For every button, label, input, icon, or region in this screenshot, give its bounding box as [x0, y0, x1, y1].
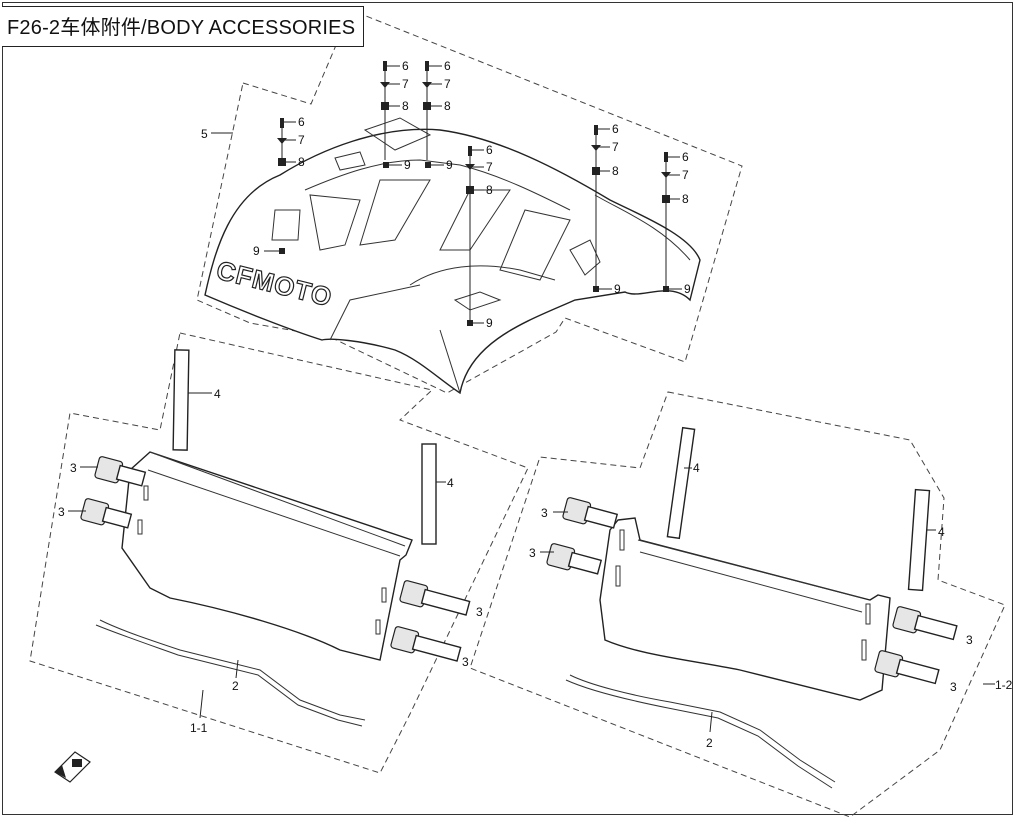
- callout-7: 7: [682, 168, 689, 182]
- page-title-box: F26-2车体附件/BODY ACCESSORIES: [2, 6, 365, 47]
- callout-9: 9: [486, 316, 493, 330]
- right-mount-clamps: 3 3 3 3: [529, 497, 973, 694]
- clamp: [390, 626, 462, 662]
- clamp: [562, 497, 619, 529]
- callout-8: 8: [612, 164, 619, 178]
- callout-8: 8: [444, 99, 451, 113]
- callout-6: 6: [402, 59, 409, 73]
- callout-6: 6: [682, 150, 689, 164]
- callout-3: 3: [476, 605, 483, 619]
- callout-7: 7: [444, 77, 451, 91]
- group-boundary-1-1: [29, 332, 529, 774]
- callout-9: 9: [253, 244, 260, 258]
- front-body-cover: CFMOTO: [204, 117, 701, 395]
- callout-3: 3: [462, 655, 469, 669]
- callout-1-2: 1-2: [995, 678, 1013, 692]
- right-windshield-assembly: 4 4 2 1-2: [565, 426, 1013, 789]
- left-windshield-assembly: 4 4 2 1-1: [95, 349, 454, 735]
- fastener-stack-b: [380, 61, 400, 160]
- callout-8: 8: [682, 192, 689, 206]
- callout-9: 9: [446, 158, 453, 172]
- callout-3: 3: [58, 505, 65, 519]
- push-nut-markers: [264, 162, 682, 326]
- clamp: [892, 606, 958, 641]
- callout-4: 4: [938, 525, 945, 539]
- callouts-top: 6 7 8 6 7 8 6 7 8 6 7 8 6 7 8 6 7 8 9 9 …: [201, 59, 691, 330]
- callout-2: 2: [232, 679, 239, 693]
- callout-3: 3: [529, 546, 536, 560]
- callout-9: 9: [404, 158, 411, 172]
- callout-4: 4: [447, 476, 454, 490]
- callout-3: 3: [966, 633, 973, 647]
- fastener-stack-d: [465, 146, 484, 325]
- callout-6: 6: [298, 115, 305, 129]
- callout-4: 4: [693, 461, 700, 475]
- callout-4: 4: [214, 387, 221, 401]
- callout-1-1: 1-1: [190, 721, 208, 735]
- callout-6: 6: [444, 59, 451, 73]
- callout-7: 7: [612, 140, 619, 154]
- fastener-stack-f: [661, 152, 680, 290]
- left-mount-clamps: 3 3 3 3: [58, 456, 483, 669]
- clamp: [546, 543, 603, 575]
- callout-7: 7: [402, 77, 409, 91]
- callout-9: 9: [684, 282, 691, 296]
- clamp: [80, 498, 133, 529]
- fastener-stack-a: [277, 118, 296, 166]
- callout-9: 9: [614, 282, 621, 296]
- callout-7: 7: [298, 133, 305, 147]
- callout-3: 3: [70, 461, 77, 475]
- callout-2: 2: [706, 736, 713, 750]
- callout-3: 3: [541, 506, 548, 520]
- callout-8: 8: [486, 183, 493, 197]
- fastener-stack-c: [422, 61, 442, 160]
- clamp: [94, 456, 147, 487]
- front-direction-icon: [54, 751, 91, 783]
- callout-5: 5: [201, 127, 208, 141]
- group-boundary-1-2: [469, 391, 1006, 818]
- callout-7: 7: [486, 160, 493, 174]
- clamp: [874, 650, 940, 685]
- callout-8: 8: [402, 99, 409, 113]
- callout-6: 6: [612, 122, 619, 136]
- page-title: F26-2车体附件/BODY ACCESSORIES: [7, 17, 356, 39]
- callout-3: 3: [950, 680, 957, 694]
- clamp: [399, 580, 471, 616]
- callout-8: 8: [298, 155, 305, 169]
- group-boundary-5: [196, 9, 743, 394]
- callout-6: 6: [486, 143, 493, 157]
- fastener-stack-e: [591, 125, 610, 290]
